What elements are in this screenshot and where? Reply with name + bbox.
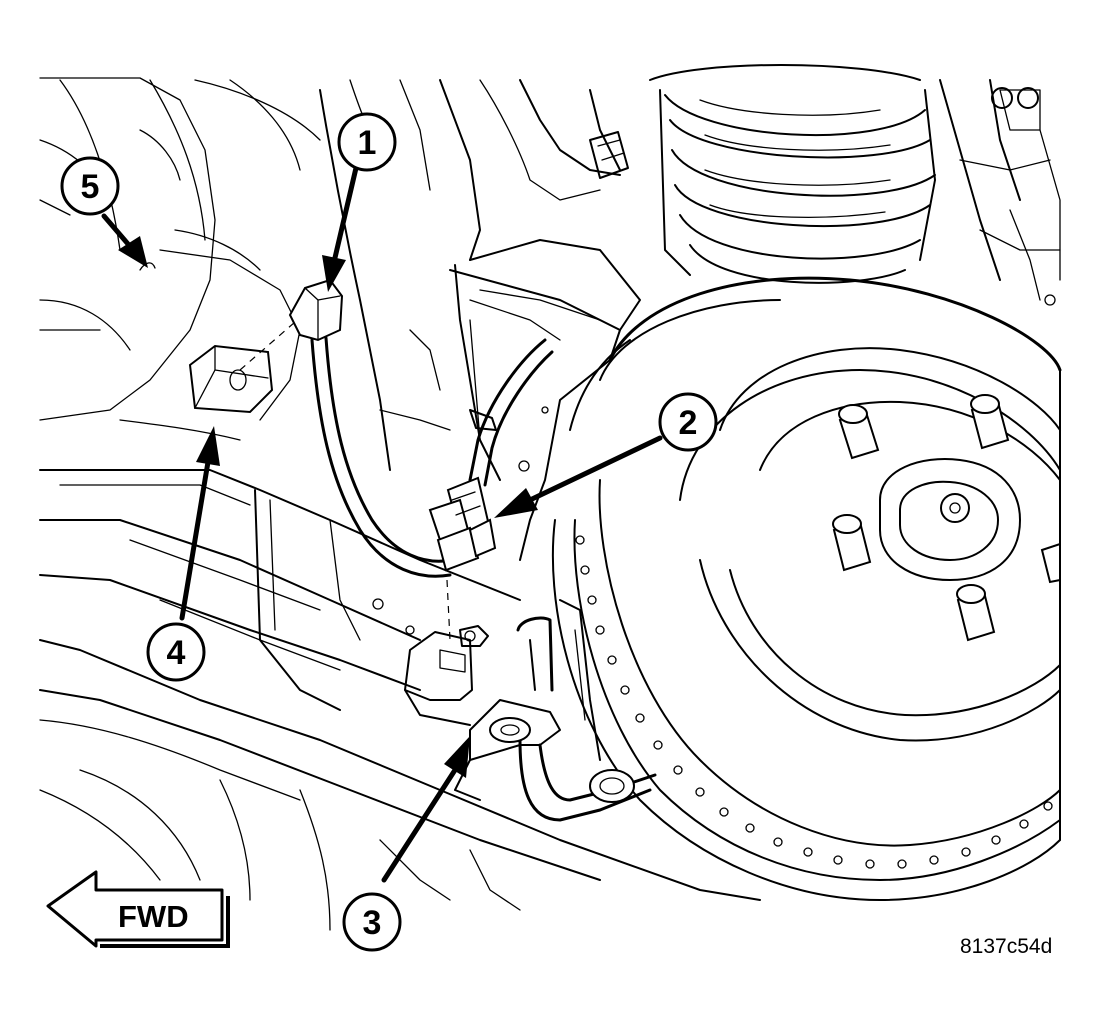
frame-rail [39,469,761,931]
upper-control-arm-area [939,79,1061,306]
figure-code: 8137c54d [960,935,1052,958]
callout-2-label: 2 [679,404,698,442]
forward-direction-indicator: FWD [46,870,230,948]
indicated-surface-line [139,262,156,271]
callout-4-label: 4 [167,634,186,672]
callout-5: 5 [60,156,120,216]
body-structure-left [39,77,321,441]
callout-1-label: 1 [358,124,377,162]
callout-5-label: 5 [81,168,100,206]
wheel-speed-sensor-harness [288,278,554,578]
brake-rotor [551,276,1062,901]
sensor-mounting-nut [188,321,451,641]
wheel-studs [832,394,1061,642]
forward-label: FWD [118,899,189,934]
sensor-mounting-bracket [404,625,489,726]
brake-hose [516,599,657,822]
coil-spring [649,64,936,284]
rotor-vent-holes [575,535,1053,869]
callout-3-label: 3 [363,904,382,942]
callout-3: 3 [342,892,402,952]
hose-bracket [454,699,561,801]
callout-2: 2 [658,392,718,452]
forward-arrow-icon [46,870,224,948]
leader-arrows [101,165,663,883]
callout-4: 4 [146,622,206,682]
callout-1: 1 [337,112,397,172]
